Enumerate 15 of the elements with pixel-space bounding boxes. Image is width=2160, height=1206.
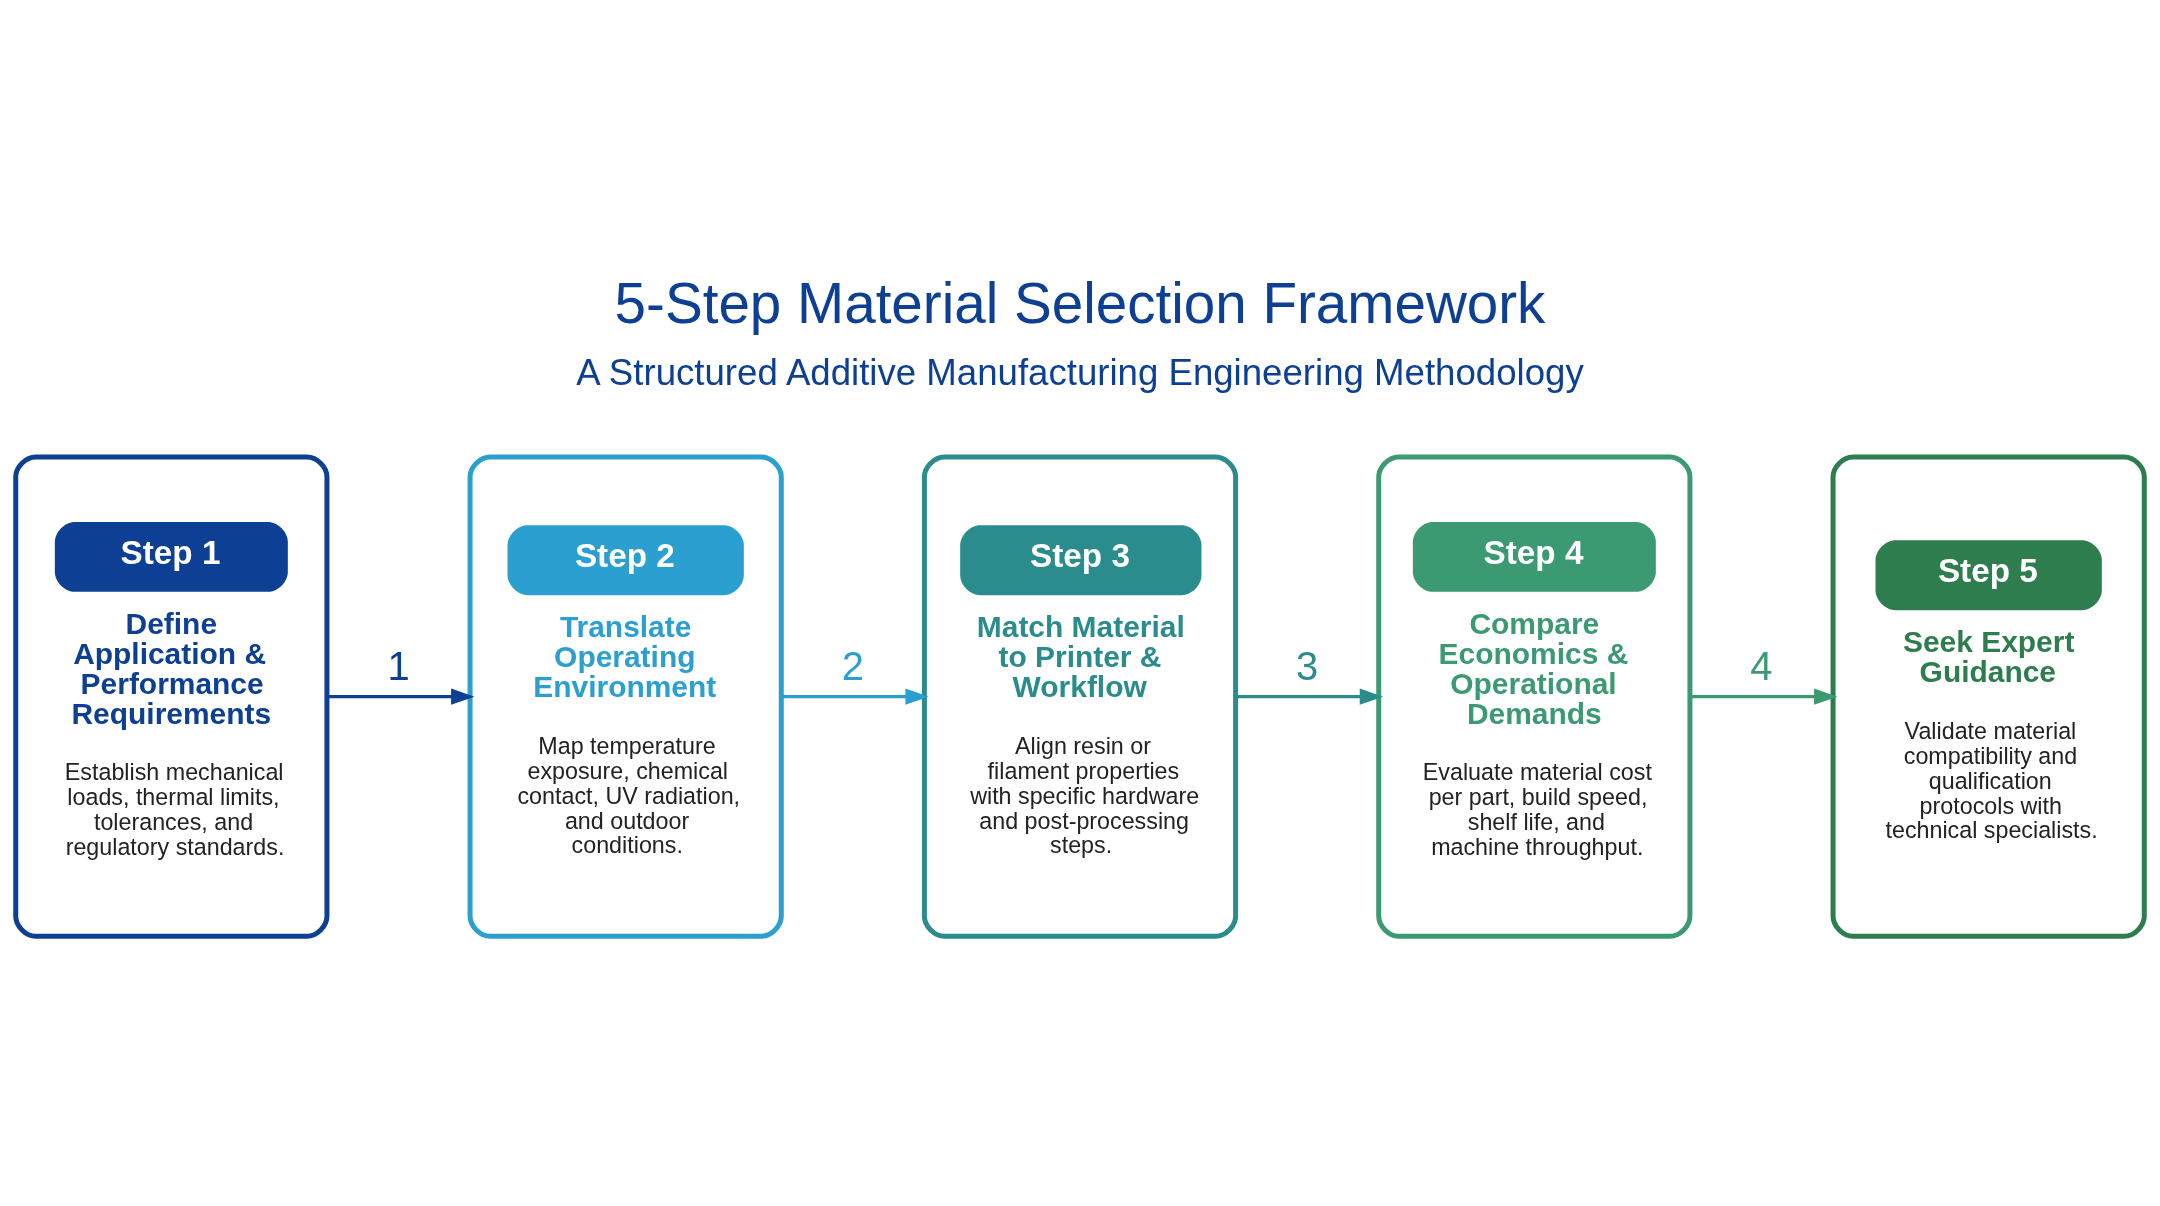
diagram-title: 5-Step Material Selection Framework bbox=[614, 271, 1546, 335]
node-box: Step 2 Translate Operating Environment Map temperature exposure, chemical contact, UV radiation, and outdoor conditions. bbox=[467, 454, 784, 939]
arrow bbox=[781, 688, 929, 705]
arrow bbox=[327, 688, 475, 705]
node-box: Step 1 Define Application & Performance Requirements Establish mechanical loads, thermal limits, tolerances, and regulatory standards. bbox=[13, 454, 330, 939]
edge-label: 1 bbox=[387, 643, 410, 688]
label: A Structured Additive Manufacturing Engineering Methodology bbox=[576, 351, 1584, 393]
node-box: Step 5 Seek Expert Guidance Validate material compatibility and qualification protocols with technical specialists. bbox=[1830, 454, 2147, 939]
edge-label: 4 bbox=[1750, 643, 1773, 688]
edge-label: 2 bbox=[841, 643, 864, 688]
arrow bbox=[1235, 688, 1384, 705]
node-box: Step 4 Compare Economics & Operational Demands Evaluate material cost per part, build speed, shelf life, and machine throughput. bbox=[1376, 454, 1693, 939]
arrow bbox=[1690, 688, 1838, 705]
edge-label: 3 bbox=[1296, 643, 1319, 688]
node-box: Step 3 Match Material to Printer & Workflow Align resin or filament properties with specific hardware and post-processing steps. bbox=[921, 454, 1239, 939]
